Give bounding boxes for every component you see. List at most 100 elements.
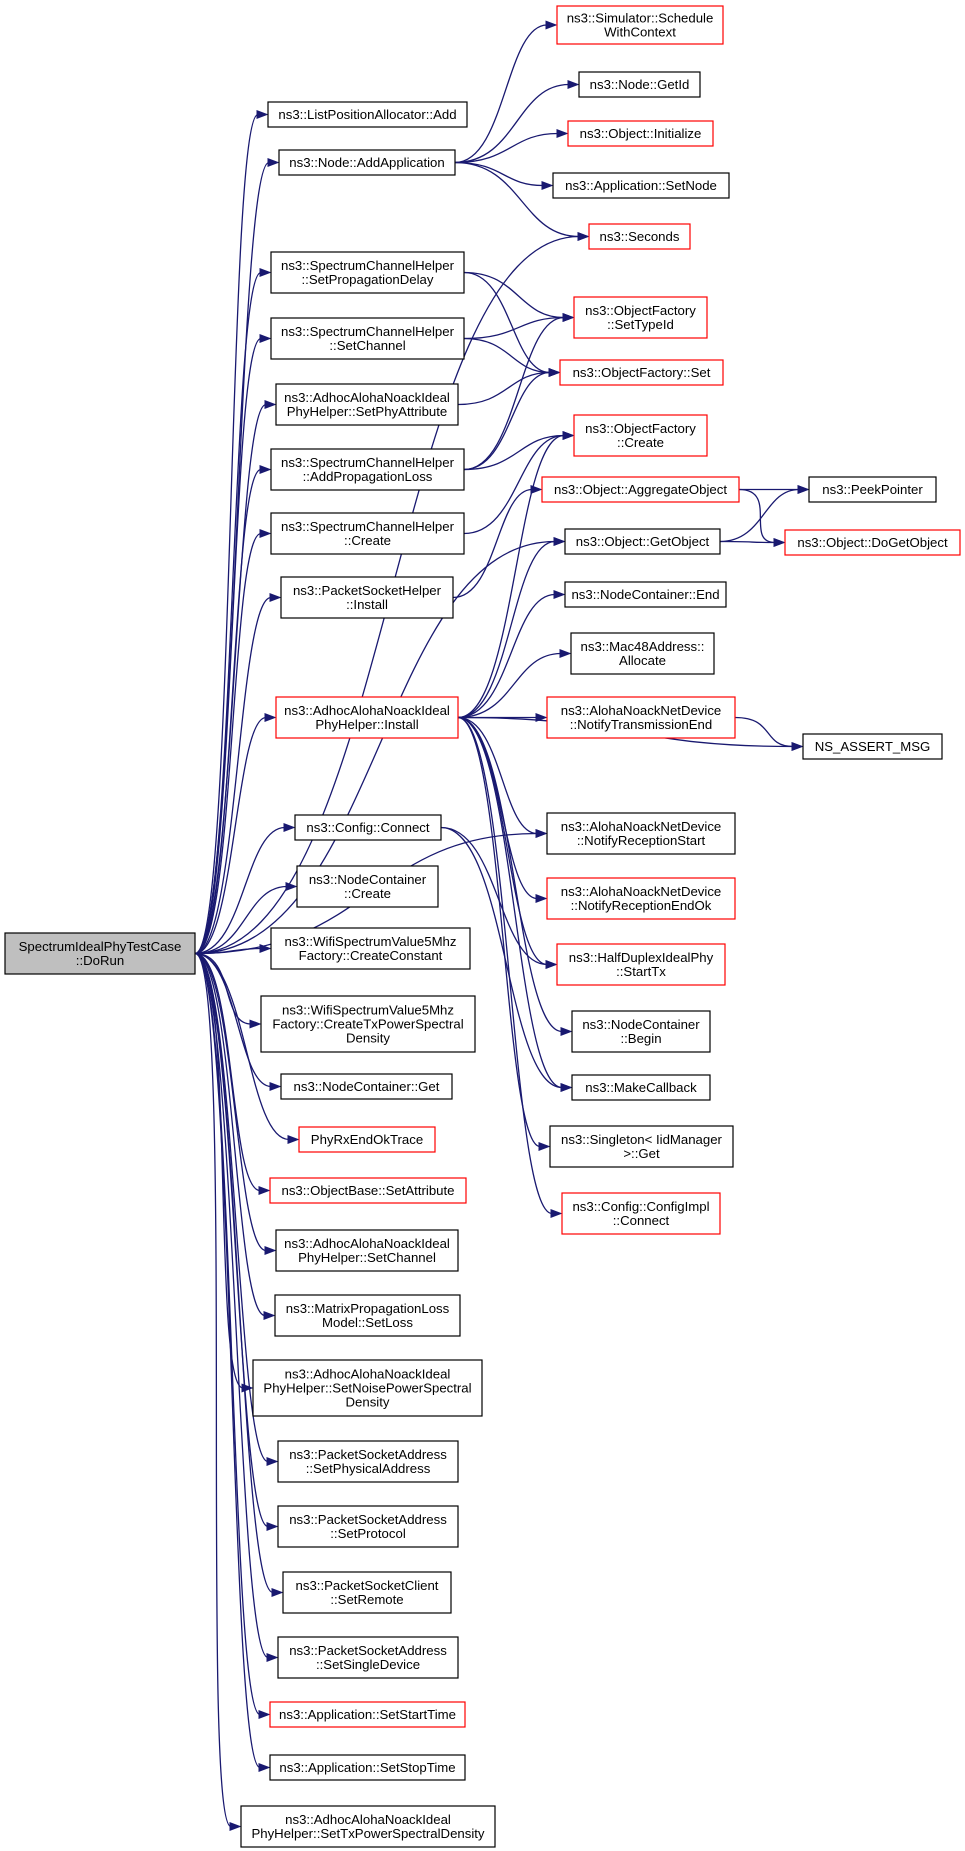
node-psa-setproto[interactable]: ns3::PacketSocketAddress::SetProtocol — [277, 1505, 459, 1548]
node-lpa-add[interactable]: ns3::ListPositionAllocator::Add — [267, 101, 468, 128]
node-sch-setchannel[interactable]: ns3::SpectrumChannelHelper::SetChannel — [270, 317, 465, 360]
node-obj-aggregate[interactable]: ns3::Object::AggregateObject — [541, 476, 740, 503]
node-nc-begin[interactable]: ns3::NodeContainer::Begin — [571, 1010, 711, 1053]
node-obj-init[interactable]: ns3::Object::Initialize — [567, 120, 714, 147]
node-aand-notifyrxendok[interactable]: ns3::AlohaNoackNetDevice::NotifyReceptio… — [546, 877, 736, 920]
node-box — [275, 696, 459, 739]
node-aanip-setchannel[interactable]: ns3::AdhocAlohaNoackIdealPhyHelper::SetC… — [275, 1229, 459, 1272]
node-aand-notifyrxstart[interactable]: ns3::AlohaNoackNetDevice::NotifyReceptio… — [546, 812, 736, 855]
node-of-create[interactable]: ns3::ObjectFactory::Create — [573, 414, 708, 457]
node-wsv-createtx[interactable]: ns3::WifiSpectrumValue5MhzFactory::Creat… — [260, 995, 476, 1053]
edge-arrowhead — [791, 741, 804, 752]
node-box — [275, 1229, 459, 1272]
node-objbase-setattr[interactable]: ns3::ObjectBase::SetAttribute — [269, 1177, 467, 1204]
edge-arrowhead — [773, 537, 786, 548]
node-label-line: ::Connect — [613, 1213, 670, 1228]
node-label-line: ns3::AdhocAlohaNoackIdeal — [285, 1367, 451, 1382]
edge-root-to-sch-addproploss — [194, 464, 272, 955]
node-root[interactable]: SpectrumIdealPhyTestCase::DoRun — [4, 932, 196, 975]
node-app-setstart[interactable]: ns3::Application::SetStartTime — [269, 1701, 466, 1728]
node-config-connect[interactable]: ns3::Config::Connect — [294, 814, 442, 841]
edge-arrowhead — [553, 589, 566, 600]
node-label-line: ::StartTx — [616, 964, 666, 979]
edge-line — [194, 952, 269, 1659]
edge-line — [463, 434, 565, 471]
node-label-line: >::Get — [623, 1146, 660, 1161]
node-box — [556, 5, 724, 45]
node-aanip-setnoise[interactable]: ns3::AdhocAlohaNoackIdealPhyHelper::SetN… — [252, 1359, 483, 1417]
node-makecallback[interactable]: ns3::MakeCallback — [571, 1074, 711, 1101]
node-ns-assert[interactable]: NS_ASSERT_MSG — [802, 733, 943, 760]
node-label-line: ::SetChannel — [329, 338, 405, 353]
node-psh-install[interactable]: ns3::PacketSocketHelper::Install — [280, 576, 454, 619]
node-wsv-createconst[interactable]: ns3::WifiSpectrumValue5MhzFactory::Creat… — [270, 927, 471, 970]
edge-aanip-install-to-nc-end — [457, 589, 566, 719]
node-aanip-settxpsd[interactable]: ns3::AdhocAlohaNoackIdealPhyHelper::SetT… — [240, 1805, 496, 1848]
edge-arrowhead — [535, 893, 548, 904]
node-box — [546, 812, 736, 855]
node-label-line: ns3::SpectrumChannelHelper — [281, 324, 455, 339]
node-sch-setprop[interactable]: ns3::SpectrumChannelHelper::SetPropagati… — [270, 251, 465, 294]
node-of-set[interactable]: ns3::ObjectFactory::Set — [559, 359, 724, 386]
edge-arrowhead — [271, 1587, 284, 1598]
node-hdip-starttx[interactable]: ns3::HalfDuplexIdealPhy::StartTx — [556, 943, 726, 986]
node-label-line: PhyHelper::SetPhyAttribute — [287, 404, 448, 419]
node-aand-notifytxend[interactable]: ns3::AlohaNoackNetDevice::NotifyTransmis… — [546, 696, 736, 739]
node-phyrxtrace[interactable]: PhyRxEndOkTrace — [298, 1126, 436, 1153]
node-box — [267, 101, 468, 128]
node-app-setnode[interactable]: ns3::Application::SetNode — [552, 172, 730, 199]
node-label-line: ::Begin — [620, 1031, 661, 1046]
edge-line — [457, 540, 556, 719]
node-aanip-setphyattr[interactable]: ns3::AdhocAlohaNoackIdealPhyHelper::SetP… — [275, 383, 459, 426]
node-label-line: ns3::AdhocAlohaNoackIdeal — [285, 1812, 451, 1827]
node-label-line: ns3::Simulator::Schedule — [567, 11, 714, 26]
node-of-settypeid[interactable]: ns3::ObjectFactory::SetTypeId — [573, 296, 708, 339]
node-label-line: ns3::NodeContainer — [582, 1017, 700, 1032]
node-box — [296, 865, 439, 908]
edge-root-to-app-setstop — [194, 952, 271, 1773]
node-nc-create[interactable]: ns3::NodeContainer::Create — [296, 865, 439, 908]
edge-psh-install-to-obj-aggregate — [452, 484, 543, 599]
node-label-line: ns3::Seconds — [600, 229, 680, 244]
edge-line — [194, 337, 262, 955]
node-label-line: ::Create — [344, 533, 391, 548]
node-configimpl-connect[interactable]: ns3::Config::ConfigImpl::Connect — [561, 1192, 721, 1235]
node-sch-create[interactable]: ns3::SpectrumChannelHelper::Create — [270, 512, 465, 555]
node-label-line: ::SetTypeId — [607, 317, 674, 332]
node-box — [277, 1636, 459, 1679]
node-box — [802, 733, 943, 760]
edge-root-to-sch-create — [194, 528, 272, 955]
node-psc-setremote[interactable]: ns3::PacketSocketClient::SetRemote — [282, 1571, 452, 1614]
edge-arrowhead — [269, 1081, 282, 1092]
node-singleton-get[interactable]: ns3::Singleton< IidManager>::Get — [549, 1125, 734, 1168]
node-psa-setsingle[interactable]: ns3::PacketSocketAddress::SetSingleDevic… — [277, 1636, 459, 1679]
node-aanip-install[interactable]: ns3::AdhocAlohaNoackIdealPhyHelper::Inst… — [275, 696, 459, 739]
node-nc-get[interactable]: ns3::NodeContainer::Get — [280, 1073, 453, 1100]
edge-arrowhead — [266, 1521, 279, 1532]
edge-arrowhead — [283, 822, 296, 833]
node-sch-addproploss[interactable]: ns3::SpectrumChannelHelper::AddPropagati… — [270, 448, 465, 491]
node-psa-setphys[interactable]: ns3::PacketSocketAddress::SetPhysicalAdd… — [277, 1440, 459, 1483]
node-node-addapp[interactable]: ns3::Node::AddApplication — [278, 149, 456, 176]
edge-arrowhead — [538, 1141, 551, 1152]
edge-root-to-wsv-createconst — [194, 943, 272, 955]
node-obj-dogetobject[interactable]: ns3::Object::DoGetObject — [784, 529, 961, 556]
node-seconds[interactable]: ns3::Seconds — [588, 223, 691, 250]
edge-root-to-sch-setchannel — [194, 333, 272, 955]
edge-root-to-psh-install — [194, 592, 282, 955]
node-app-setstop[interactable]: ns3::Application::SetStopTime — [269, 1754, 466, 1781]
node-obj-getobject[interactable]: ns3::Object::GetObject — [564, 528, 721, 555]
edge-line — [194, 468, 262, 955]
edge-arrowhead — [560, 1082, 573, 1093]
edge-root-to-config-connect — [194, 822, 296, 955]
node-box — [546, 696, 736, 739]
node-nc-end[interactable]: ns3::NodeContainer::End — [564, 581, 727, 608]
node-label-line: ns3::Node::AddApplication — [289, 155, 444, 170]
node-node-getid[interactable]: ns3::Node::GetId — [578, 71, 701, 98]
node-box — [561, 1192, 721, 1235]
node-peekpointer[interactable]: ns3::PeekPointer — [808, 476, 937, 503]
node-mac48-alloc[interactable]: ns3::Mac48Address::Allocate — [570, 632, 715, 675]
node-label-line: ns3::Config::Connect — [306, 820, 429, 835]
